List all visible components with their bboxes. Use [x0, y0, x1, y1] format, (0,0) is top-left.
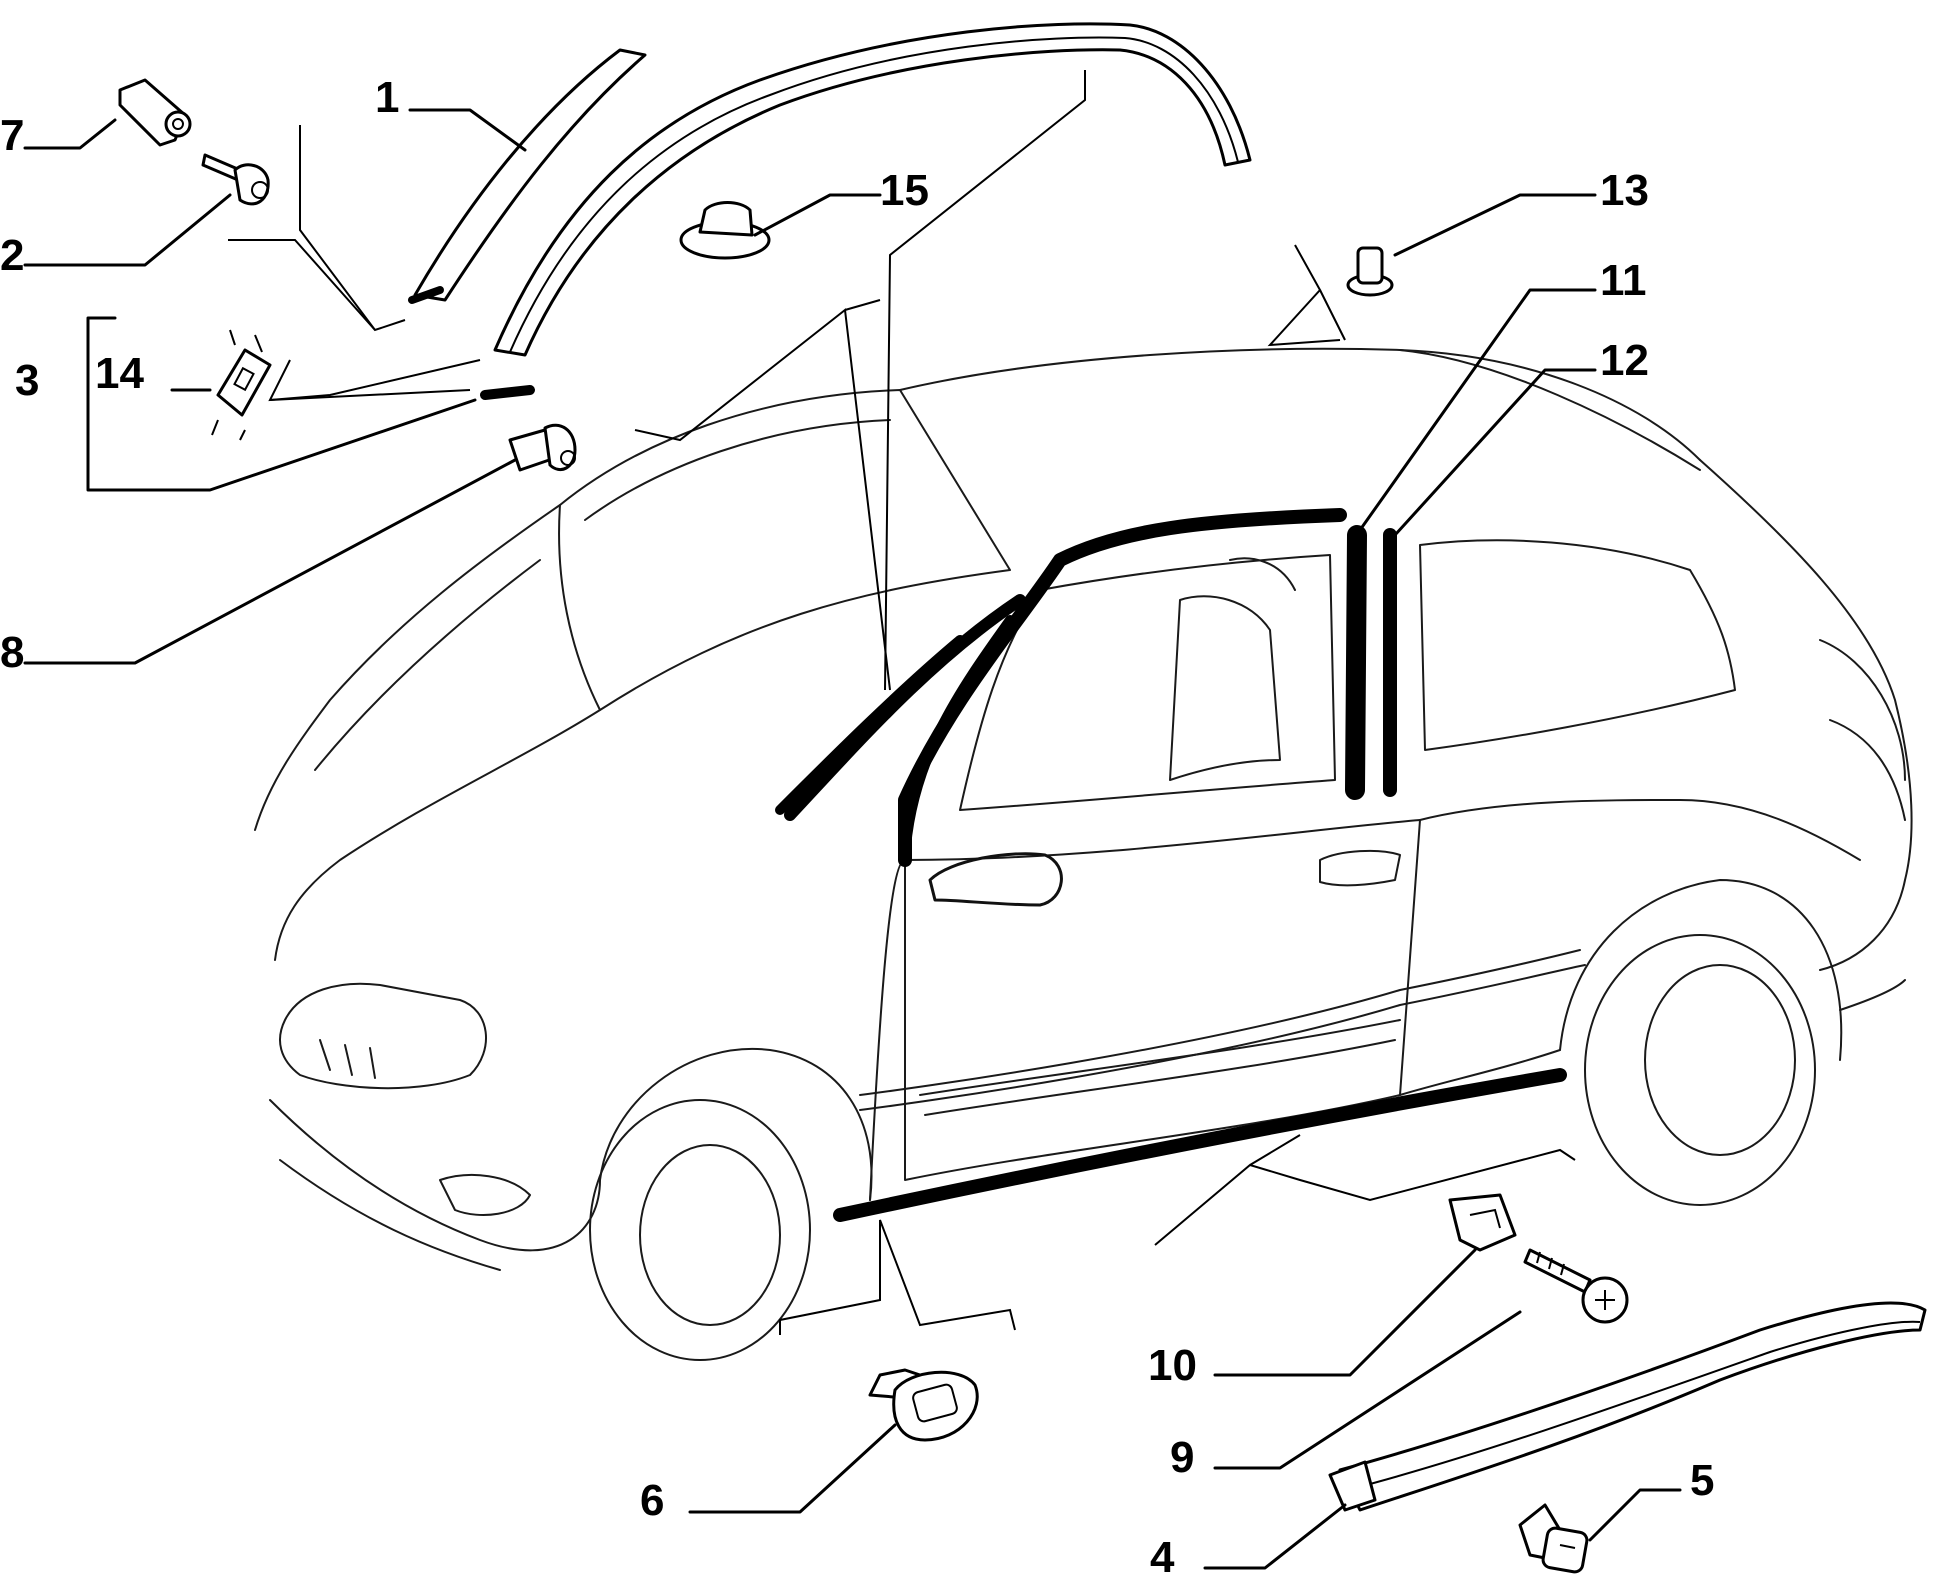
callout-12: 12: [1600, 336, 1649, 385]
callout-6: 6: [640, 1476, 664, 1525]
window-seals: [775, 508, 1567, 1222]
leader-12: [1393, 368, 1597, 537]
part-4-sill-trim: [1328, 1301, 1927, 1512]
callout-1: 1: [375, 73, 399, 122]
leader-3-bracket: [86, 316, 477, 492]
part-8-rivet: [508, 423, 577, 472]
car-body-outline: [254, 347, 1913, 1361]
callout-2: 2: [0, 231, 24, 280]
part-9-screw: [1523, 1248, 1629, 1324]
leader-2: [23, 193, 232, 267]
part-5-push-clip: [1518, 1503, 1589, 1574]
callout-5: 5: [1690, 1456, 1714, 1505]
part-1-roof-seal: [408, 48, 647, 304]
part-3-door-frame-seal: [480, 22, 1252, 400]
leader-15: [753, 193, 882, 237]
leader-9: [1213, 1310, 1522, 1470]
callout-7: 7: [0, 111, 24, 160]
leader-6: [688, 1423, 897, 1514]
part-14-clip: [211, 329, 272, 441]
callout-15: 15: [880, 166, 929, 215]
leader-13: [1393, 193, 1597, 257]
part-7-plug: [118, 78, 192, 147]
callout-13: 13: [1600, 166, 1649, 215]
callout-4: 4: [1150, 1533, 1175, 1582]
leader-8: [23, 458, 517, 665]
callout-10: 10: [1148, 1341, 1197, 1390]
assembly-lines: [228, 70, 1576, 1335]
leader-lines: [23, 108, 1682, 1570]
part-13-stud: [1346, 246, 1394, 297]
callout-11: 11: [1600, 256, 1647, 305]
callout-8: 8: [0, 628, 24, 677]
leader-11: [1358, 288, 1597, 532]
callout-3: 3: [15, 356, 39, 405]
part-6-square-clip: [868, 1368, 979, 1442]
callout-9: 9: [1170, 1433, 1194, 1482]
part-2-screw: [201, 153, 270, 206]
leader-10: [1213, 1248, 1477, 1377]
callout-14: 14: [95, 349, 144, 398]
part-10-nut-clip: [1448, 1193, 1517, 1252]
leader-4: [1203, 1503, 1347, 1570]
leader-7: [23, 118, 117, 150]
leader-5: [1588, 1488, 1682, 1542]
leader-1: [408, 108, 527, 152]
callout-numbers: 1 2 3 4 5 6 7 8 9 10 11 12 13 14 15: [0, 73, 1714, 1582]
part-15-clip: [679, 201, 771, 260]
